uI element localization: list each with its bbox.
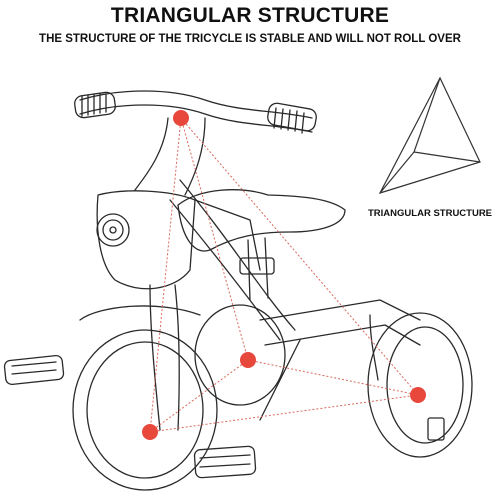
front-body <box>96 190 196 290</box>
rear-wheel <box>367 312 473 458</box>
middle-wheel <box>194 304 286 406</box>
main-frame <box>169 179 296 341</box>
marker-front <box>142 424 158 440</box>
dial-icon <box>96 213 130 247</box>
rear-axle <box>259 299 421 346</box>
page-title: TRIANGULAR STRUCTURE <box>110 4 390 27</box>
left-pedal <box>3 354 65 386</box>
marker-middle <box>240 352 256 368</box>
stem <box>134 117 206 196</box>
handlebar <box>79 90 313 119</box>
tricycle-sketch <box>3 90 473 491</box>
front-wheel <box>72 329 218 491</box>
seat <box>177 189 346 252</box>
markers <box>142 110 426 440</box>
triangle-structure-diagram <box>378 76 481 194</box>
marker-rear <box>410 387 426 403</box>
right-pedal <box>193 445 257 479</box>
triangle-lines <box>149 117 419 433</box>
seat-post <box>247 237 269 301</box>
right-grip <box>267 102 317 132</box>
marker-handlebar <box>173 110 189 126</box>
left-grip <box>74 91 116 119</box>
diagram-label: TRIANGULAR STRUCTURE <box>368 208 493 219</box>
page-subtitle: THE STRUCTURE OF THE TRICYCLE IS STABLE … <box>39 33 461 45</box>
